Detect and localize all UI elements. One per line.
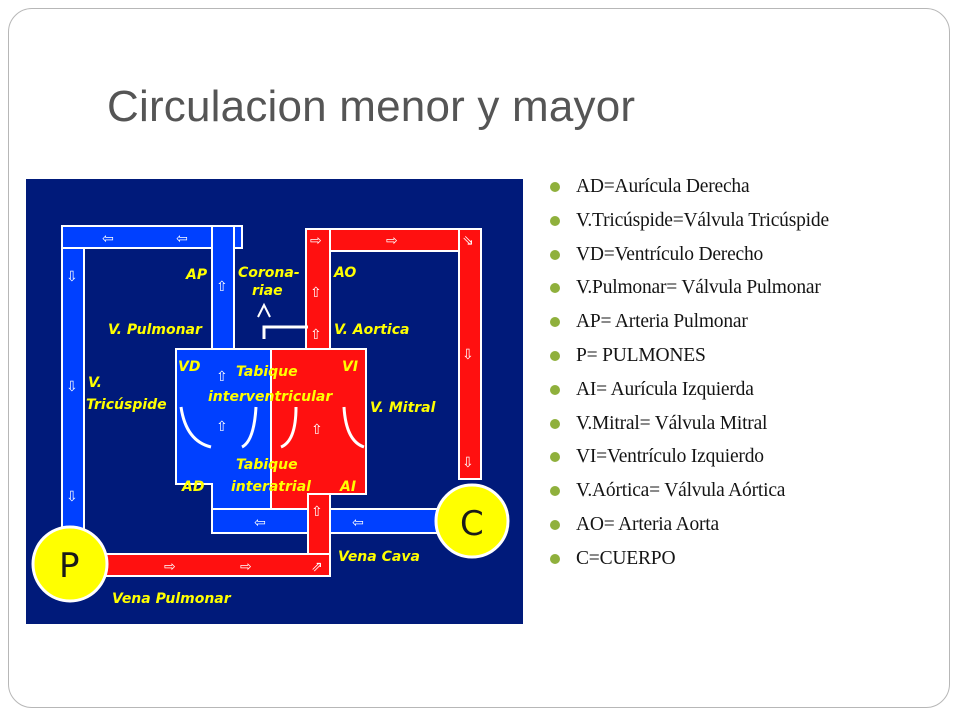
label-ao: AO xyxy=(333,265,356,281)
arrow-up-icon: ⇧ xyxy=(216,369,228,385)
legend-item-text: AP= Arteria Pulmonar xyxy=(576,311,748,333)
arrow-down-icon: ⇩ xyxy=(66,379,78,395)
legend-item-text: VD=Ventrículo Derecho xyxy=(576,243,764,265)
bullet-icon xyxy=(550,249,560,260)
legend-item-text: V.Mitral= Válvula Mitral xyxy=(576,412,768,434)
arrow-right-icon: ⇨ xyxy=(240,559,252,575)
arrow-right-icon: ⇨ xyxy=(386,233,398,249)
label-vi: VI xyxy=(342,359,358,375)
arrow-right-icon: ⇨ xyxy=(310,233,322,249)
legend-item: AO= Arteria Aorta xyxy=(546,508,829,542)
arrow-left-icon: ⇦ xyxy=(102,231,114,247)
label-v-tricuspide-2: Tricúspide xyxy=(86,397,167,413)
label-ai: AI xyxy=(339,479,356,495)
legend-item-text: V.Pulmonar= Válvula Pulmonar xyxy=(576,277,821,299)
legend-item: VI=Ventrículo Izquierdo xyxy=(546,440,829,474)
legend-item-text: P= PULMONES xyxy=(576,344,706,366)
label-tabique-iv-2: interventricular xyxy=(208,389,333,405)
lungs-label: P xyxy=(59,546,80,586)
bullet-icon xyxy=(550,350,560,361)
arterial-paths xyxy=(100,228,482,577)
bullet-icon xyxy=(550,384,560,395)
legend-item-text: AI= Aurícula Izquierda xyxy=(576,378,754,400)
red-vena-pulmonar-horizontal xyxy=(100,553,331,577)
bullet-icon xyxy=(550,182,560,192)
arrow-left-icon: ⇦ xyxy=(254,515,266,531)
bullet-icon xyxy=(550,519,560,530)
legend-list: AD=Aurícula Derecha V.Tricúspide=Válvula… xyxy=(546,170,829,576)
label-tabique-iv-1: Tabique xyxy=(236,364,298,380)
arrow-up-icon: ⇧ xyxy=(216,419,228,435)
bullet-icon xyxy=(550,283,560,294)
slide-title: Circulacion menor y mayor xyxy=(107,82,636,131)
arrow-right-icon: ⇨ xyxy=(164,559,176,575)
lungs-circle xyxy=(31,525,109,603)
label-v-pulmonar: V. Pulmonar xyxy=(108,322,203,338)
arrow-up-icon: ⇧ xyxy=(311,422,323,438)
flow-arrows: ⇦ ⇦ ⇩ ⇩ ⇩ ⇧ ⇧ ⇧ ⇨ ⇨ ⇘ ⇩ ⇩ ⇧ ⇧ ⇧ ⇧ ⇗ ⇦ ⇦ … xyxy=(66,231,474,575)
arrow-left-icon: ⇦ xyxy=(176,231,188,247)
body-label: C xyxy=(460,504,484,544)
label-tabique-ia-2: interatrial xyxy=(231,479,311,495)
valve-curves xyxy=(179,406,365,449)
label-ap: AP xyxy=(185,267,208,283)
circulation-diagram: ⇦ ⇦ ⇩ ⇩ ⇩ ⇧ ⇧ ⇧ ⇨ ⇨ ⇘ ⇩ ⇩ ⇧ ⇧ ⇧ ⇧ ⇗ ⇦ ⇦ … xyxy=(26,179,523,624)
label-ad: AD xyxy=(181,479,204,495)
label-coronarias-2: riae xyxy=(252,283,283,299)
label-coronarias-1: Corona- xyxy=(238,265,300,281)
arrow-down-icon: ⇩ xyxy=(66,269,78,285)
bullet-icon xyxy=(550,553,560,564)
legend-item: C=CUERPO xyxy=(546,542,829,576)
legend-item-text: V.Aórtica= Válvula Aórtica xyxy=(576,480,786,502)
arrow-down-right-icon: ⇘ xyxy=(462,233,474,249)
legend-item: V.Mitral= Válvula Mitral xyxy=(546,407,829,441)
legend-item-text: AO= Arteria Aorta xyxy=(576,513,719,535)
label-v-aortica: V. Aortica xyxy=(334,322,409,338)
legend-item: V.Pulmonar= Válvula Pulmonar xyxy=(546,271,829,305)
label-vd: VD xyxy=(178,359,200,375)
legend-item: V.Aórtica= Válvula Aórtica xyxy=(546,474,829,508)
legend-item-text: C=CUERPO xyxy=(576,547,676,569)
coronary-arrow-icon xyxy=(257,302,271,318)
arrow-up-right-icon: ⇗ xyxy=(311,559,323,575)
label-v-tricuspide-1: V. xyxy=(88,375,102,391)
legend-item-text: VI=Ventrículo Izquierdo xyxy=(576,446,764,468)
legend-item: AP= Arteria Pulmonar xyxy=(546,305,829,339)
bullet-icon xyxy=(550,317,560,328)
blue-top-vessel xyxy=(61,225,243,249)
body-circle xyxy=(434,483,510,559)
red-right-vessel xyxy=(458,228,482,480)
bullet-icon xyxy=(550,486,560,497)
legend-item: V.Tricúspide=Válvula Tricúspide xyxy=(546,204,829,238)
label-v-mitral: V. Mitral xyxy=(370,400,436,416)
arrow-left-icon: ⇦ xyxy=(352,515,364,531)
coronary-loop xyxy=(262,325,308,339)
legend-item: AI= Aurícula Izquierda xyxy=(546,373,829,407)
arrow-up-icon: ⇧ xyxy=(310,285,322,301)
arrow-down-icon: ⇩ xyxy=(66,489,78,505)
arrow-up-icon: ⇧ xyxy=(216,279,228,295)
label-vena-pulmonar: Vena Pulmonar xyxy=(112,591,232,607)
legend-item: P= PULMONES xyxy=(546,339,829,373)
arrow-down-icon: ⇩ xyxy=(462,455,474,471)
legend-item-text: V.Tricúspide=Válvula Tricúspide xyxy=(576,209,829,231)
label-vena-cava: Vena Cava xyxy=(338,549,420,565)
bullet-icon xyxy=(550,418,560,429)
bullet-icon xyxy=(550,215,560,226)
circulation-diagram-svg: ⇦ ⇦ ⇩ ⇩ ⇩ ⇧ ⇧ ⇧ ⇨ ⇨ ⇘ ⇩ ⇩ ⇧ ⇧ ⇧ ⇧ ⇗ ⇦ ⇦ … xyxy=(26,179,523,624)
label-tabique-ia-1: Tabique xyxy=(236,457,298,473)
legend-item: VD=Ventrículo Derecho xyxy=(546,238,829,272)
arrow-down-icon: ⇩ xyxy=(462,347,474,363)
arrow-up-icon: ⇧ xyxy=(311,504,323,520)
arrow-up-icon: ⇧ xyxy=(310,327,322,343)
legend-item: AD=Aurícula Derecha xyxy=(546,170,829,204)
legend-item-text: AD=Aurícula Derecha xyxy=(576,176,750,197)
bullet-icon xyxy=(550,452,560,463)
